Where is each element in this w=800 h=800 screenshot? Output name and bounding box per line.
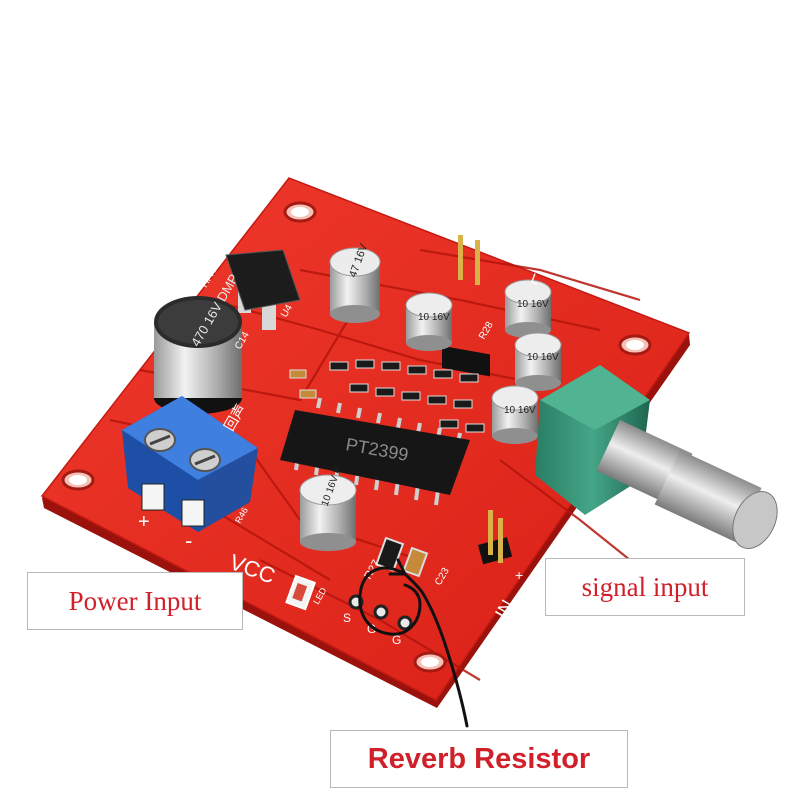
capacitor-small-2: 10 16V [504, 279, 552, 338]
voltage-regulator [225, 249, 301, 330]
silk-in-plus: + [515, 567, 523, 583]
signal-pads [348, 594, 413, 631]
signal-input-label: signal input [545, 558, 745, 616]
led-indicator [285, 574, 317, 611]
silk-g1: G [367, 622, 376, 636]
capacitor-small-4-value: 10 16V [504, 405, 536, 416]
r27-resistor [375, 536, 429, 578]
capacitor-small-3-value: 10 16V [527, 352, 559, 363]
capacitor-470uf: 470 16V DMP [154, 271, 242, 414]
capacitor-small-3: 10 16V [514, 332, 562, 391]
capacitor-small-4: 10 16V [491, 385, 539, 444]
silk-plus: + [138, 511, 150, 533]
reverb-resistor-label: Reverb Resistor [330, 730, 628, 788]
capacitor-small-1: 10 16V [405, 292, 453, 351]
silk-minus: - [185, 528, 192, 553]
capacitor-small-2-value: 10 16V [517, 299, 549, 310]
input-header-pins [477, 510, 513, 565]
capacitor-small-1-value: 10 16V [418, 312, 450, 323]
mounting-holes [61, 201, 652, 673]
annotation-arrow [358, 558, 469, 728]
silk-g2: G [392, 633, 401, 647]
silk-s: S [343, 611, 351, 625]
small-capacitors: 10 16V 10 16V 10 16V 10 16V [405, 279, 562, 444]
power-terminal-block [122, 396, 258, 532]
smd-resistors [289, 359, 485, 433]
power-input-label: Power Input [27, 572, 243, 630]
volume-potentiometer [535, 365, 778, 549]
capacitor-47uf: 47 16V [329, 242, 381, 323]
pt2399-chip: PT2399 [280, 397, 470, 506]
header-pins-top [442, 235, 490, 377]
